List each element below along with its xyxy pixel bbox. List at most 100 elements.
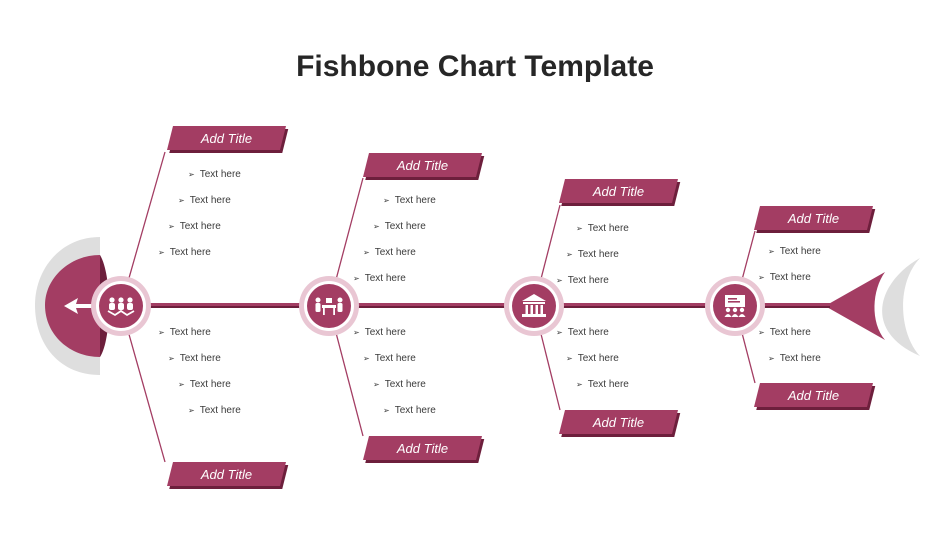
bone-2-bottom-item-3-text: Text here xyxy=(384,379,426,390)
bone-4-bottom-item-2: ➢ Text here xyxy=(768,353,821,365)
bone-3-bottom-item-2: ➢ Text here xyxy=(566,353,619,365)
bullet-arrow-icon: ➢ xyxy=(373,222,380,231)
bone-1-top-title-label: Add Title xyxy=(200,130,253,146)
bullet-arrow-icon: ➢ xyxy=(556,276,563,285)
spine-line xyxy=(120,303,830,308)
bone-1-top-item-1: ➢ Text here xyxy=(188,169,241,181)
bone-3-top-item-3: ➢ Text here xyxy=(556,275,609,287)
bone-4-bottom-item-1-text: Text here xyxy=(769,327,811,338)
bone-4-top-title-label: Add Title xyxy=(787,210,840,226)
bullet-arrow-icon: ➢ xyxy=(363,248,370,257)
bone-1-bottom-item-3-text: Text here xyxy=(189,379,231,390)
fish-head xyxy=(35,237,109,375)
bone-1-top-item-2-text: Text here xyxy=(189,195,231,206)
team-collaboration-icon xyxy=(107,297,135,317)
bone-2-top-item-4: ➢ Text here xyxy=(353,273,406,285)
bone-1-top-item-4-text: Text here xyxy=(169,247,211,258)
bone-4 xyxy=(705,230,765,384)
bullet-arrow-icon: ➢ xyxy=(178,196,185,205)
bone-3-bottom-item-2-text: Text here xyxy=(577,353,619,364)
bone-2-bottom-title: Add Title xyxy=(363,436,482,460)
bone-1-bottom-item-2-text: Text here xyxy=(179,353,221,364)
bullet-arrow-icon: ➢ xyxy=(188,170,195,179)
bone-3-top-title: Add Title xyxy=(559,179,678,203)
bone-3-bottom-item-3: ➢ Text here xyxy=(576,379,629,391)
page-title: Fishbone Chart Template xyxy=(296,50,654,83)
bullet-arrow-icon: ➢ xyxy=(768,247,775,256)
bone-1-bottom-title: Add Title xyxy=(167,462,286,486)
bone-3-bottom-item-1-text: Text here xyxy=(567,327,609,338)
bone-3-top-item-1-text: Text here xyxy=(587,223,629,234)
bone-2-top-item-3: ➢ Text here xyxy=(363,247,416,259)
bone-2-bottom-title-label: Add Title xyxy=(396,440,449,456)
bullet-arrow-icon: ➢ xyxy=(168,354,175,363)
bone-1-bottom-item-2: ➢ Text here xyxy=(168,353,221,365)
bone-3-bottom-item-3-text: Text here xyxy=(587,379,629,390)
fish-tail xyxy=(825,258,920,356)
bullet-arrow-icon: ➢ xyxy=(383,406,390,415)
bullet-arrow-icon: ➢ xyxy=(556,328,563,337)
bullet-arrow-icon: ➢ xyxy=(178,380,185,389)
bone-2-top-title: Add Title xyxy=(363,153,482,177)
fish-tail-grey-shell xyxy=(882,258,920,356)
bone-2-top-item-4-text: Text here xyxy=(364,273,406,284)
bone-3-top-item-2-text: Text here xyxy=(577,249,619,260)
bullet-arrow-icon: ➢ xyxy=(363,354,370,363)
bone-4-bottom-title: Add Title xyxy=(754,383,873,407)
presentation-audience-icon xyxy=(724,295,746,317)
bone-2-bottom-item-1-text: Text here xyxy=(364,327,406,338)
bone-1-top-item-3-text: Text here xyxy=(179,221,221,232)
bullet-arrow-icon: ➢ xyxy=(168,222,175,231)
bone-4-top-item-1: ➢ Text here xyxy=(768,246,821,258)
bone-3-top-item-3-text: Text here xyxy=(567,275,609,286)
bullet-arrow-icon: ➢ xyxy=(353,328,360,337)
bone-2-bottom-item-1: ➢ Text here xyxy=(353,327,406,339)
bullet-arrow-icon: ➢ xyxy=(158,248,165,257)
bullet-arrow-icon: ➢ xyxy=(566,354,573,363)
bone-4-bottom-item-1: ➢Text here xyxy=(758,327,811,339)
bone-1-top-item-1-text: Text here xyxy=(199,169,241,180)
bone-4-top-title: Add Title xyxy=(754,206,873,230)
bone-2-top-item-2: ➢ Text here xyxy=(373,221,426,233)
bullet-arrow-icon: ➢ xyxy=(373,380,380,389)
bullet-arrow-icon: ➢ xyxy=(566,250,573,259)
fish-tail-body xyxy=(825,272,885,340)
bone-1-top-item-4: ➢ Text here xyxy=(158,247,211,259)
bone-2-bottom-item-3: ➢ Text here xyxy=(373,379,426,391)
bone-2-top-item-2-text: Text here xyxy=(384,221,426,232)
bone-4-bottom-item-2-text: Text here xyxy=(779,353,821,364)
bullet-arrow-icon: ➢ xyxy=(768,354,775,363)
bone-1 xyxy=(91,151,166,463)
bone-1-bottom-item-1: ➢ Text here xyxy=(158,327,211,339)
bank-building-icon xyxy=(522,294,546,317)
bone-2-bottom-item-4: ➢ Text here xyxy=(383,405,436,417)
bone-1-top-title: Add Title xyxy=(167,126,286,150)
bullet-arrow-icon: ➢ xyxy=(576,380,583,389)
bone-4-top-item-1-text: Text here xyxy=(779,246,821,257)
bone-2-top-item-3-text: Text here xyxy=(374,247,416,258)
bone-3-top-item-1: ➢Text here xyxy=(576,223,629,235)
bone-4-top-item-2-text: Text here xyxy=(769,272,811,283)
bone-1-bottom-item-4: ➢ Text here xyxy=(188,405,241,417)
bone-1-top-item-2: ➢ Text here xyxy=(178,195,231,207)
bone-4-top-item-2: ➢Text here xyxy=(758,272,811,284)
bone-3-bottom-item-1: ➢ Text here xyxy=(556,327,609,339)
bone-2-top-item-1-text: Text here xyxy=(394,195,436,206)
bullet-arrow-icon: ➢ xyxy=(158,328,165,337)
bullet-arrow-icon: ➢ xyxy=(188,406,195,415)
bone-2-bottom-item-2: ➢ Text here xyxy=(363,353,416,365)
bone-2-bottom-item-4-text: Text here xyxy=(394,405,436,416)
bone-3-node xyxy=(512,284,556,328)
bullet-arrow-icon: ➢ xyxy=(383,196,390,205)
spine-shade xyxy=(120,306,830,308)
bone-1-bottom-item-1-text: Text here xyxy=(169,327,211,338)
bone-3-bottom-title: Add Title xyxy=(559,410,678,434)
bone-1-bottom-item-3: ➢ Text here xyxy=(178,379,231,391)
bone-1-bottom-item-4-text: Text here xyxy=(199,405,241,416)
meeting-table-icon xyxy=(315,297,343,315)
bullet-arrow-icon: ➢ xyxy=(353,274,360,283)
bone-1-top-item-3: ➢ Text here xyxy=(168,221,221,233)
bone-2-bottom-item-2-text: Text here xyxy=(374,353,416,364)
bone-3-bottom-title-label: Add Title xyxy=(592,414,645,430)
